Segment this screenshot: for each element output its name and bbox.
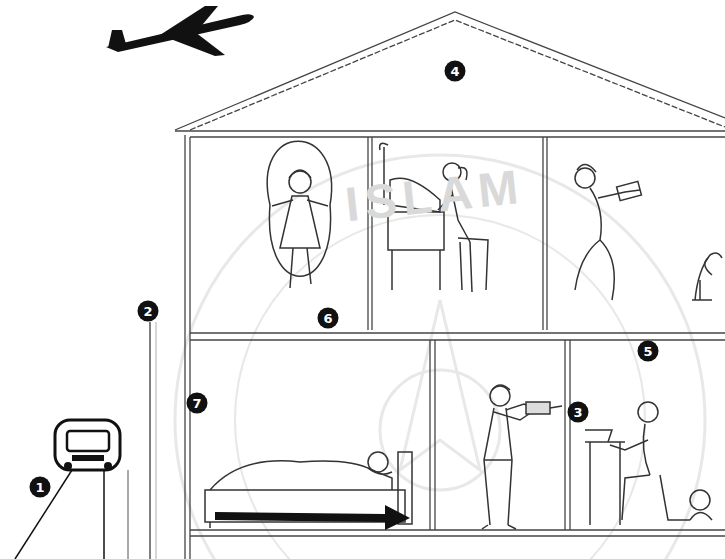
callout-circle-fill xyxy=(568,402,589,423)
person-seated xyxy=(585,402,712,525)
callout-marker: 6 xyxy=(317,307,339,329)
callout-marker: 5 xyxy=(637,340,659,362)
callout-marker: 2 xyxy=(137,300,159,322)
callout-number: 7 xyxy=(186,392,208,414)
callout-marker: 4 xyxy=(444,60,466,82)
girl-jumping-rope xyxy=(267,141,331,288)
callout-circle-fill xyxy=(318,308,339,329)
watermark-text: ISLAM xyxy=(343,159,527,232)
person-sleeping xyxy=(205,452,412,530)
callout-number: 6 xyxy=(317,307,339,329)
callout-number: 3 xyxy=(567,401,589,423)
woman-dancing xyxy=(575,164,722,300)
train-front xyxy=(15,420,120,559)
callout-circle-fill xyxy=(187,393,208,414)
callout-number: 4 xyxy=(444,60,466,82)
airplane-silhouette xyxy=(106,6,254,56)
callout-circle-fill xyxy=(138,301,159,322)
house-walls xyxy=(185,135,725,559)
callout-number: 2 xyxy=(137,300,159,322)
callout-number: 5 xyxy=(637,340,659,362)
house-roof xyxy=(175,12,725,131)
callout-marker: 3 xyxy=(567,401,589,423)
boundary-wall xyxy=(128,322,156,559)
callout-circle-fill xyxy=(30,477,51,498)
callout-number: 1 xyxy=(29,476,51,498)
callout-marker: 1 xyxy=(29,476,51,498)
callout-circle-fill xyxy=(638,341,659,362)
callout-circle-fill xyxy=(445,61,466,82)
callout-marker: 7 xyxy=(186,392,208,414)
man-drilling xyxy=(482,385,562,529)
watermark-seal xyxy=(175,155,705,559)
